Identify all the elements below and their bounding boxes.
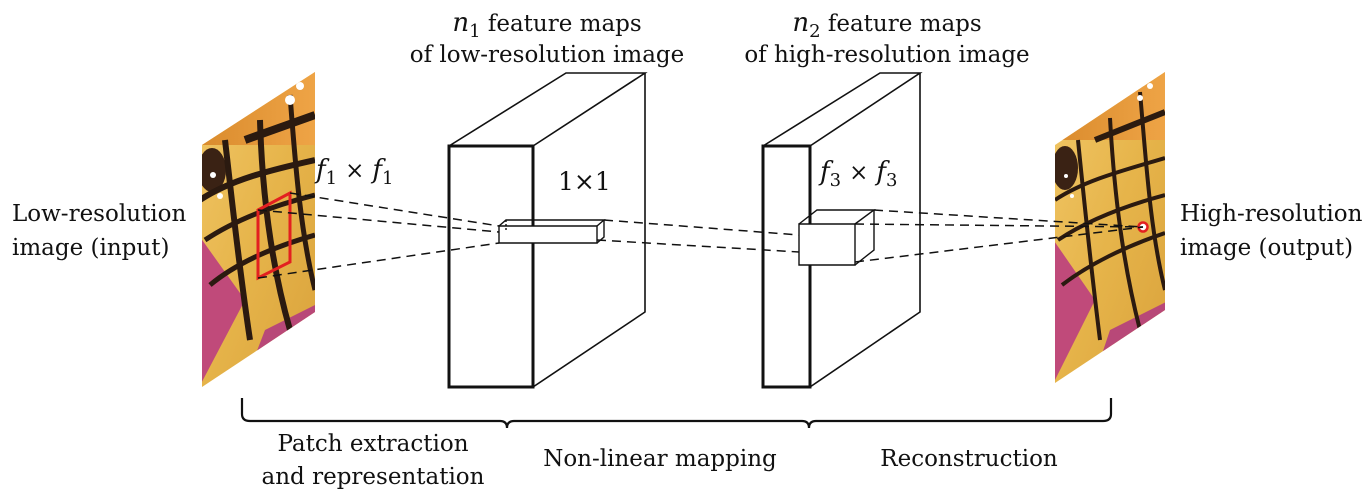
stage-braces	[240, 398, 1113, 429]
input-patch	[256, 190, 292, 281]
output-label-line1: High-resolution	[1180, 201, 1363, 227]
filter1-label: f1×f1	[314, 155, 393, 189]
stage-nonlinear-mapping: Non-linear mapping	[543, 446, 777, 472]
feature-maps-block-1	[447, 72, 648, 389]
input-label-line2: image (input)	[12, 235, 169, 261]
stage-reconstruction: Reconstruction	[880, 446, 1058, 472]
connector-lines	[257, 192, 1144, 279]
stage-patch-extraction-line2: and representation	[262, 464, 485, 490]
block2-title-line1: n2 feature maps	[792, 8, 981, 42]
feature-maps-block-2	[761, 72, 923, 389]
stage-patch-extraction-line1: Patch extraction	[277, 431, 468, 457]
low-resolution-image	[202, 72, 315, 387]
block1-title-line2: of low-resolution image	[410, 42, 685, 68]
filter3-label: f3×f3	[818, 157, 897, 191]
mapping-patch-1x1	[498, 219, 606, 244]
block1-title-line1: n1 feature maps	[452, 8, 641, 42]
block2-title-line2: of high-resolution image	[744, 42, 1029, 68]
reconstruction-cube	[798, 209, 877, 266]
filter2-label: 1×1	[558, 167, 611, 196]
output-label-line2: image (output)	[1180, 235, 1353, 261]
input-label-line1: Low-resolution	[12, 201, 186, 227]
